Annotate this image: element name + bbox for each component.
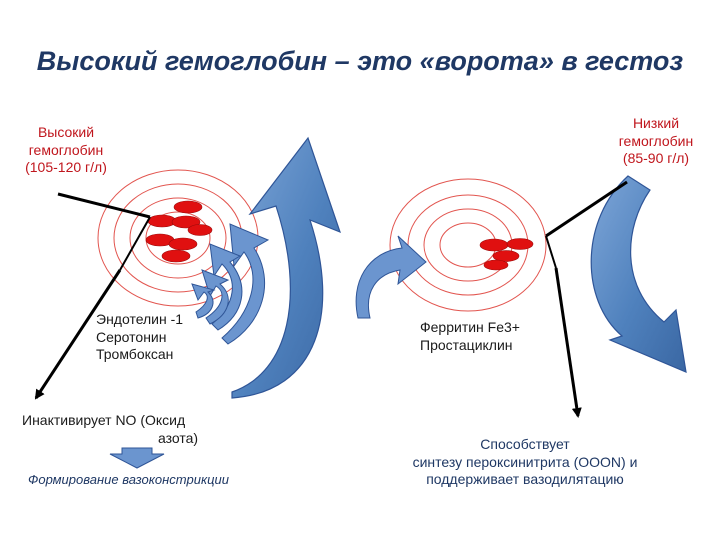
left-rbc-2 <box>173 200 203 214</box>
left-rbc-6 <box>161 249 191 263</box>
left-down-block-arrow <box>109 447 165 469</box>
left-big-curved-arrow <box>231 136 341 399</box>
low-hb-line-1: Низкий <box>632 115 680 131</box>
low-hemoglobin-label: Низкий гемоглобин (85-90 г/л) <box>596 115 716 168</box>
mediator-ferritin: Ферритин Fe3+ <box>420 319 520 335</box>
vasoconstriction-outcome: Формирование вазоконстрикции <box>28 472 229 487</box>
left-pointer-line-2 <box>34 269 122 400</box>
left-rbc-1 <box>147 214 177 228</box>
left-pointer-line-1 <box>57 192 151 219</box>
mediator-thromboxane: Тромбоксан <box>96 346 174 362</box>
vasodilation-line-1: Способствует <box>480 436 570 452</box>
no-line-2: азота) <box>158 429 199 446</box>
left-ring-3 <box>113 183 243 293</box>
right-rbc-1 <box>479 238 509 252</box>
high-hb-line-1: Высокий <box>37 124 95 140</box>
slide-title: Высокий гемоглобин – это «ворота» в гест… <box>36 46 684 76</box>
left-rbc-5 <box>168 237 198 251</box>
vasodilation-outcome: Способствует синтезу пероксинитрита (OOO… <box>360 436 690 489</box>
no-line-1: Инактивирует NO (Оксид <box>22 412 186 428</box>
left-ring-1 <box>145 211 211 265</box>
mediator-serotonin: Серотонин <box>96 328 167 345</box>
right-pointer-line-1 <box>545 180 628 238</box>
right-mediators-list: Ферритин Fe3+ Простациклин <box>420 319 580 354</box>
right-rbc-3 <box>492 250 520 262</box>
left-red-blood-cells <box>145 200 213 263</box>
vasodilation-line-3: поддерживает вазодилятацию <box>426 471 624 487</box>
high-hb-line-3: (105-120 г/л) <box>25 159 107 175</box>
left-mediators-list: Эндотелин -1 Серотонин Тромбоксан <box>96 311 236 364</box>
right-big-curved-arrow <box>590 175 687 373</box>
low-hb-line-2: гемоглобин <box>618 132 694 149</box>
no-inactivation-text: Инактивирует NO (Оксид азота) <box>22 412 222 447</box>
right-red-blood-cells <box>479 238 534 271</box>
low-hb-line-3: (85-90 г/л) <box>622 150 690 166</box>
high-hemoglobin-label: Высокий гемоглобин (105-120 г/л) <box>6 124 126 177</box>
left-rbc-7 <box>187 224 213 236</box>
left-small-curved-arrow-2 <box>209 243 243 331</box>
right-pointer-line-2 <box>554 267 582 418</box>
high-hb-line-2: гемоглобин <box>28 141 104 158</box>
pointer-lines <box>34 180 628 418</box>
left-pointer-connector <box>119 216 151 271</box>
right-rbc-4 <box>483 259 509 271</box>
right-rbc-2 <box>506 238 534 250</box>
right-small-curved-arrow <box>355 235 427 319</box>
vasodilation-line-2: синтезу пероксинитрита (OOON) и <box>412 453 638 470</box>
left-small-curved-arrow-3 <box>201 269 230 325</box>
left-rbc-3 <box>171 215 201 229</box>
mediator-endothelin: Эндотелин -1 <box>96 311 184 327</box>
left-ring-2 <box>129 197 227 279</box>
mediator-prostacyclin: Простациклин <box>420 336 513 353</box>
left-small-curved-arrow-4 <box>191 283 216 319</box>
right-ring-4 <box>389 178 547 312</box>
right-pointer-connector <box>545 235 557 269</box>
